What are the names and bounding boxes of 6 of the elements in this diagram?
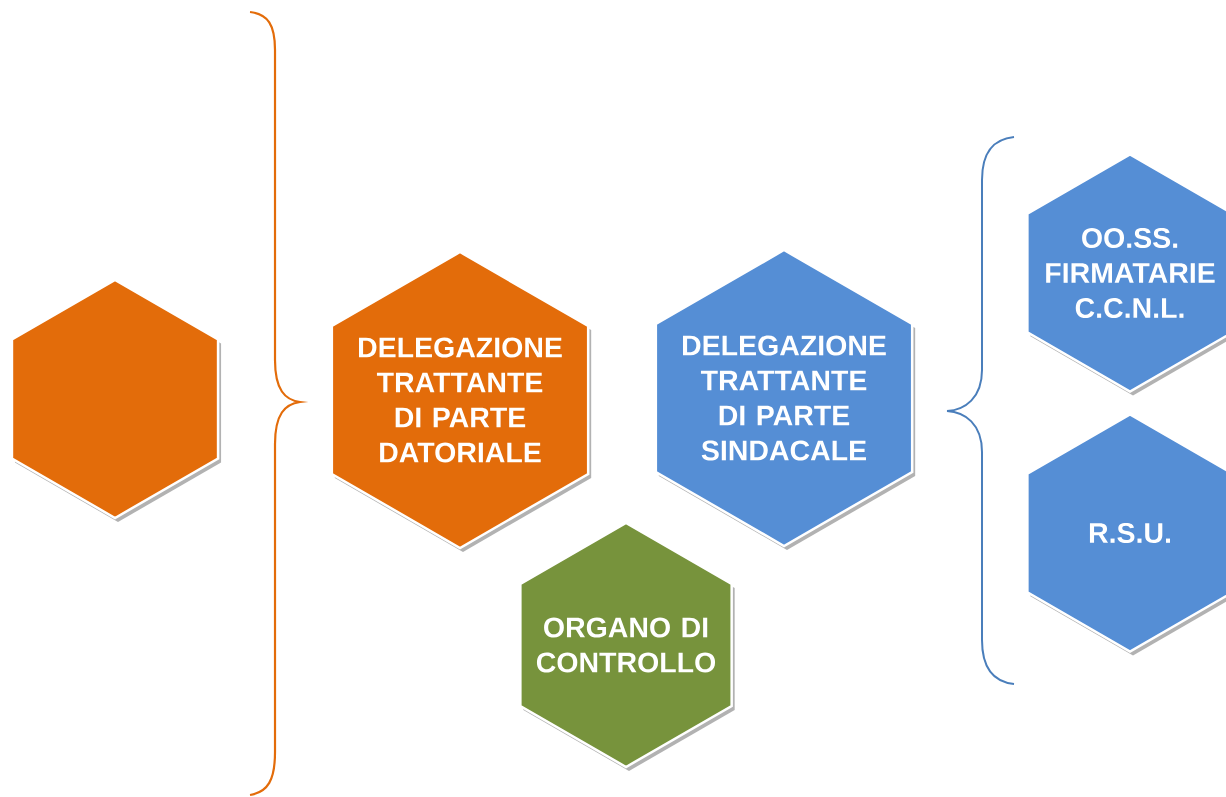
- hexagon: OO.SS. FIRMATARIE C.C.N.L.: [1026, 153, 1226, 396]
- hexagon: DELEGAZIONE TRATTANTE DI PARTE SINDACALE: [654, 248, 916, 550]
- hexagon: DELEGAZIONE TRATTANTE DI PARTE DATORIALE: [330, 250, 592, 552]
- hexagon: [10, 278, 222, 522]
- hexagon: R.S.U.: [1026, 413, 1226, 656]
- hexagon: ORGANO DI CONTROLLO: [519, 521, 735, 771]
